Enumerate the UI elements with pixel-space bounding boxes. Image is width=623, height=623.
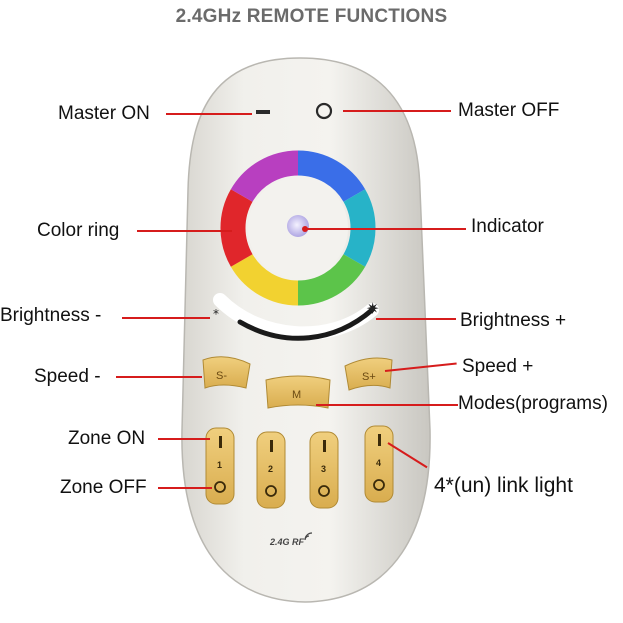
label-speed-plus: Speed + bbox=[462, 356, 534, 377]
speed-plus-key bbox=[344, 357, 393, 391]
mode-key-label: M bbox=[292, 389, 301, 401]
zone-number: 1 bbox=[217, 460, 222, 470]
callout-line-speed-minus bbox=[116, 376, 202, 378]
zone-key-1: 1 bbox=[205, 427, 235, 505]
label-brightness-minus: Brightness - bbox=[0, 305, 102, 326]
callout-line-zone-on bbox=[158, 438, 210, 440]
callout-line-modes bbox=[316, 404, 458, 406]
callout-line-zone-off bbox=[158, 487, 212, 489]
label-zone-on: Zone ON bbox=[68, 428, 146, 449]
label-master-on: Master ON bbox=[58, 103, 150, 124]
zone-key-3: 3 bbox=[309, 431, 339, 509]
rf-waves-icon bbox=[304, 532, 313, 541]
zone-number: 2 bbox=[268, 464, 273, 474]
speed-minus-key bbox=[202, 356, 251, 389]
label-master-off: Master OFF bbox=[458, 100, 560, 121]
callout-line-master-off bbox=[343, 110, 451, 112]
brightness-plus-mark: ✷ bbox=[366, 299, 379, 318]
label-speed-minus: Speed - bbox=[34, 366, 101, 387]
master-on-button bbox=[256, 110, 270, 114]
callout-line-brightness-plus bbox=[376, 318, 456, 320]
zone-key-2: 2 bbox=[256, 431, 286, 509]
label-modes: Modes(programs) bbox=[458, 393, 608, 414]
color-ring bbox=[220, 150, 376, 306]
label-indicator: Indicator bbox=[471, 216, 544, 237]
label-brightness-plus: Brightness + bbox=[460, 310, 567, 331]
callout-dot-indicator bbox=[302, 226, 308, 232]
mode-key bbox=[265, 375, 331, 409]
label-color-ring: Color ring bbox=[37, 220, 120, 241]
callout-line-master-on bbox=[166, 113, 252, 115]
zone-number: 3 bbox=[321, 464, 326, 474]
zone-key-4: 4 bbox=[364, 425, 394, 503]
callout-line-indicator bbox=[306, 228, 466, 230]
callout-line-brightness-minus bbox=[122, 317, 210, 319]
label-link-light: 4*(un) link light bbox=[434, 474, 573, 497]
zone-number: 4 bbox=[376, 458, 381, 468]
speed-minus-key-label: S- bbox=[216, 370, 227, 382]
brightness-minus-mark: * bbox=[213, 307, 219, 321]
page-title: 2.4GHz REMOTE FUNCTIONS bbox=[175, 6, 448, 27]
master-off-button bbox=[315, 102, 333, 120]
brand-label: 2.4G RF bbox=[269, 537, 305, 547]
speed-plus-key-label: S+ bbox=[362, 371, 376, 383]
callout-line-color-ring bbox=[137, 230, 232, 232]
label-zone-off: Zone OFF bbox=[60, 477, 147, 498]
